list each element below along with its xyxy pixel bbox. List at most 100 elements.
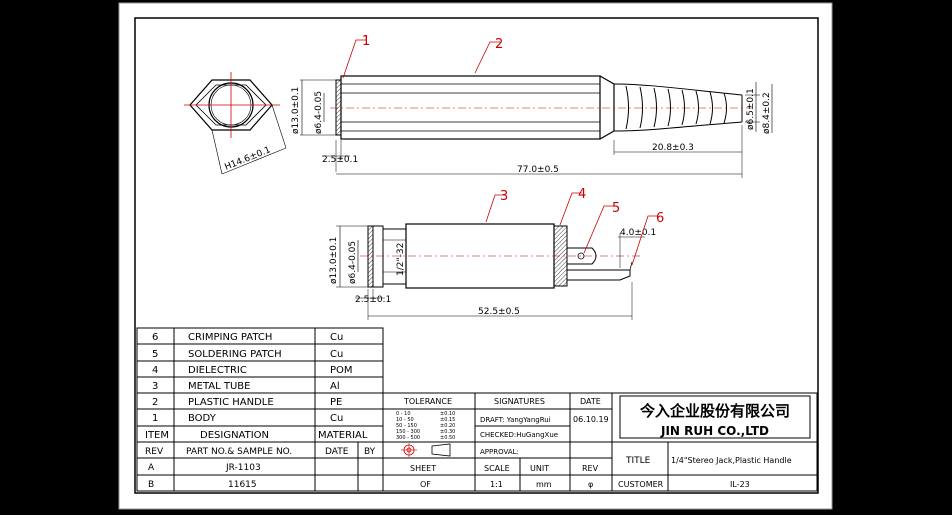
dim-flange-bottom: 2.5±0.1 [355, 295, 391, 305]
svg-text:±0.10: ±0.10 [440, 411, 455, 417]
scale-label: SCALE [484, 464, 510, 473]
bom-header-material: MATERIAL [318, 430, 368, 441]
svg-text:3: 3 [500, 189, 508, 204]
bom-material: Cu [330, 332, 343, 343]
dim-head-bottom: ø13.0±0.1 [329, 237, 339, 284]
company-chinese: 今入企业股份有限公司 [639, 402, 790, 420]
rev-value: φ [588, 480, 593, 489]
svg-text:0 - 10: 0 - 10 [396, 411, 411, 417]
bom-item: 6 [152, 332, 158, 343]
rev-row-b: B [148, 480, 154, 490]
bottom-side-view: ø13.0±0.1 ø6.4-0.05 1/2"-32 2.5±0.1 52.5… [329, 223, 656, 320]
bom-text: 6 CRIMPING PATCH Cu 5 SOLDERING PATCH Cu… [145, 332, 368, 441]
svg-text:4: 4 [578, 187, 586, 202]
dim-thread: 1/2"-32 [396, 243, 406, 276]
top-side-view: ø13.0±0.1 ø6.4-0.05 2.5±0.1 20.8±0.3 77.… [291, 75, 773, 178]
rev-header-date: DATE [325, 447, 349, 457]
bom-item: 5 [152, 349, 158, 360]
rev-part-b: 11615 [228, 480, 257, 490]
dim-total-length: 77.0±0.5 [517, 165, 559, 175]
svg-text:50 - 150: 50 - 150 [396, 423, 417, 429]
rev-table [136, 441, 384, 492]
bom-header-item: ITEM [145, 430, 169, 441]
svg-text:±0.30: ±0.30 [440, 429, 455, 435]
dim-flange-top: 2.5±0.1 [322, 155, 358, 165]
title-block-text: TOLERANCE 0 - 10 ±0.10 10 - 50 ±0.15 50 … [396, 397, 792, 489]
bom-table [136, 327, 384, 443]
rev-label: REV [582, 464, 599, 473]
rev-header-part: PART NO.& SAMPLE NO. [186, 447, 292, 457]
svg-text:300 - 500: 300 - 500 [396, 435, 420, 441]
bom-item: 1 [152, 413, 158, 424]
bom-designation: METAL TUBE [188, 381, 250, 392]
svg-text:10 - 50: 10 - 50 [396, 417, 414, 423]
dim-cable-outer: ø8.4±0.2 [762, 92, 772, 134]
dim-crimp-length: 20.8±0.3 [652, 143, 694, 153]
crimp-tab [567, 269, 631, 281]
company-english: JIN RUH CO.,LTD [660, 424, 769, 438]
unit-label: UNIT [530, 464, 549, 473]
checked-name: CHECKED:HuGangXue [480, 431, 558, 439]
title-label: TITLE [625, 456, 651, 466]
rev-text: REV PART NO.& SAMPLE NO. DATE BY A JR-11… [145, 447, 376, 490]
rev-header-by: BY [364, 447, 376, 457]
svg-text:1: 1 [362, 34, 370, 49]
title-value: 1/4"Stereo Jack,Plastic Handle [671, 456, 792, 465]
svg-text:6: 6 [656, 211, 664, 226]
svg-text:5: 5 [612, 201, 620, 216]
bom-material: POM [330, 365, 353, 376]
dim-bore-bottom: ø6.4-0.05 [348, 241, 358, 284]
draft-name: DRAFT: YangYangRui [480, 416, 551, 424]
rev-row-a: A [148, 463, 155, 473]
svg-text:2: 2 [495, 37, 503, 52]
bom-material: Cu [330, 413, 343, 424]
bom-designation: DIELECTRIC [188, 365, 247, 376]
rev-part-a: JR-1103 [225, 463, 261, 473]
svg-text:150 - 300: 150 - 300 [396, 429, 420, 435]
bom-material: Cu [330, 349, 343, 360]
title-block [382, 392, 818, 492]
dim-bore-top: ø6.4-0.05 [314, 91, 324, 134]
bom-designation: PLASTIC HANDLE [188, 397, 274, 408]
flange-top [335, 79, 342, 136]
svg-text:±0.15: ±0.15 [440, 417, 455, 423]
sheet-value: OF [420, 480, 431, 489]
callout-1: 1 [342, 34, 370, 79]
rev-header-rev: REV [145, 447, 164, 457]
signatures-label: SIGNATURES [494, 397, 545, 406]
bom-designation: CRIMPING PATCH [188, 332, 272, 343]
callout-5: 5 [583, 201, 620, 254]
bom-designation: SOLDERING PATCH [188, 349, 282, 360]
customer-label: CUSTOMER [618, 480, 664, 489]
callout-6: 6 [631, 211, 664, 266]
projection-symbol-icon [401, 443, 451, 457]
callout-3: 3 [485, 189, 508, 223]
bom-material: Al [330, 381, 340, 392]
company-logo: 今入企业股份有限公司 JIN RUH CO.,LTD [619, 395, 811, 439]
svg-text:±0.20: ±0.20 [440, 423, 455, 429]
solder-tab [566, 247, 597, 265]
date-label: DATE [580, 397, 601, 406]
dim-bottom-length: 52.5±0.5 [478, 307, 520, 317]
sheet-label: SHEET [410, 464, 436, 473]
date-value: 06.10.19 [573, 415, 609, 424]
bom-item: 4 [152, 365, 158, 376]
callout-4: 4 [559, 187, 586, 226]
bom-designation: BODY [188, 413, 217, 424]
dim-tab-width: 4.0±0.1 [620, 228, 656, 238]
bom-header-designation: DESIGNATION [200, 430, 269, 441]
callout-2: 2 [474, 37, 503, 74]
bom-item: 3 [152, 381, 158, 392]
bom-material: PE [330, 397, 342, 408]
handle-body-top [340, 75, 601, 140]
taper-top [599, 75, 615, 140]
unit-value: mm [536, 480, 552, 489]
svg-text:±0.50: ±0.50 [440, 435, 455, 441]
flange-bottom [367, 225, 374, 288]
customer-value: IL-23 [730, 480, 750, 489]
scale-value: 1:1 [490, 480, 503, 489]
inner-border [134, 17, 819, 494]
dim-head-top: ø13.0±0.1 [291, 87, 301, 134]
